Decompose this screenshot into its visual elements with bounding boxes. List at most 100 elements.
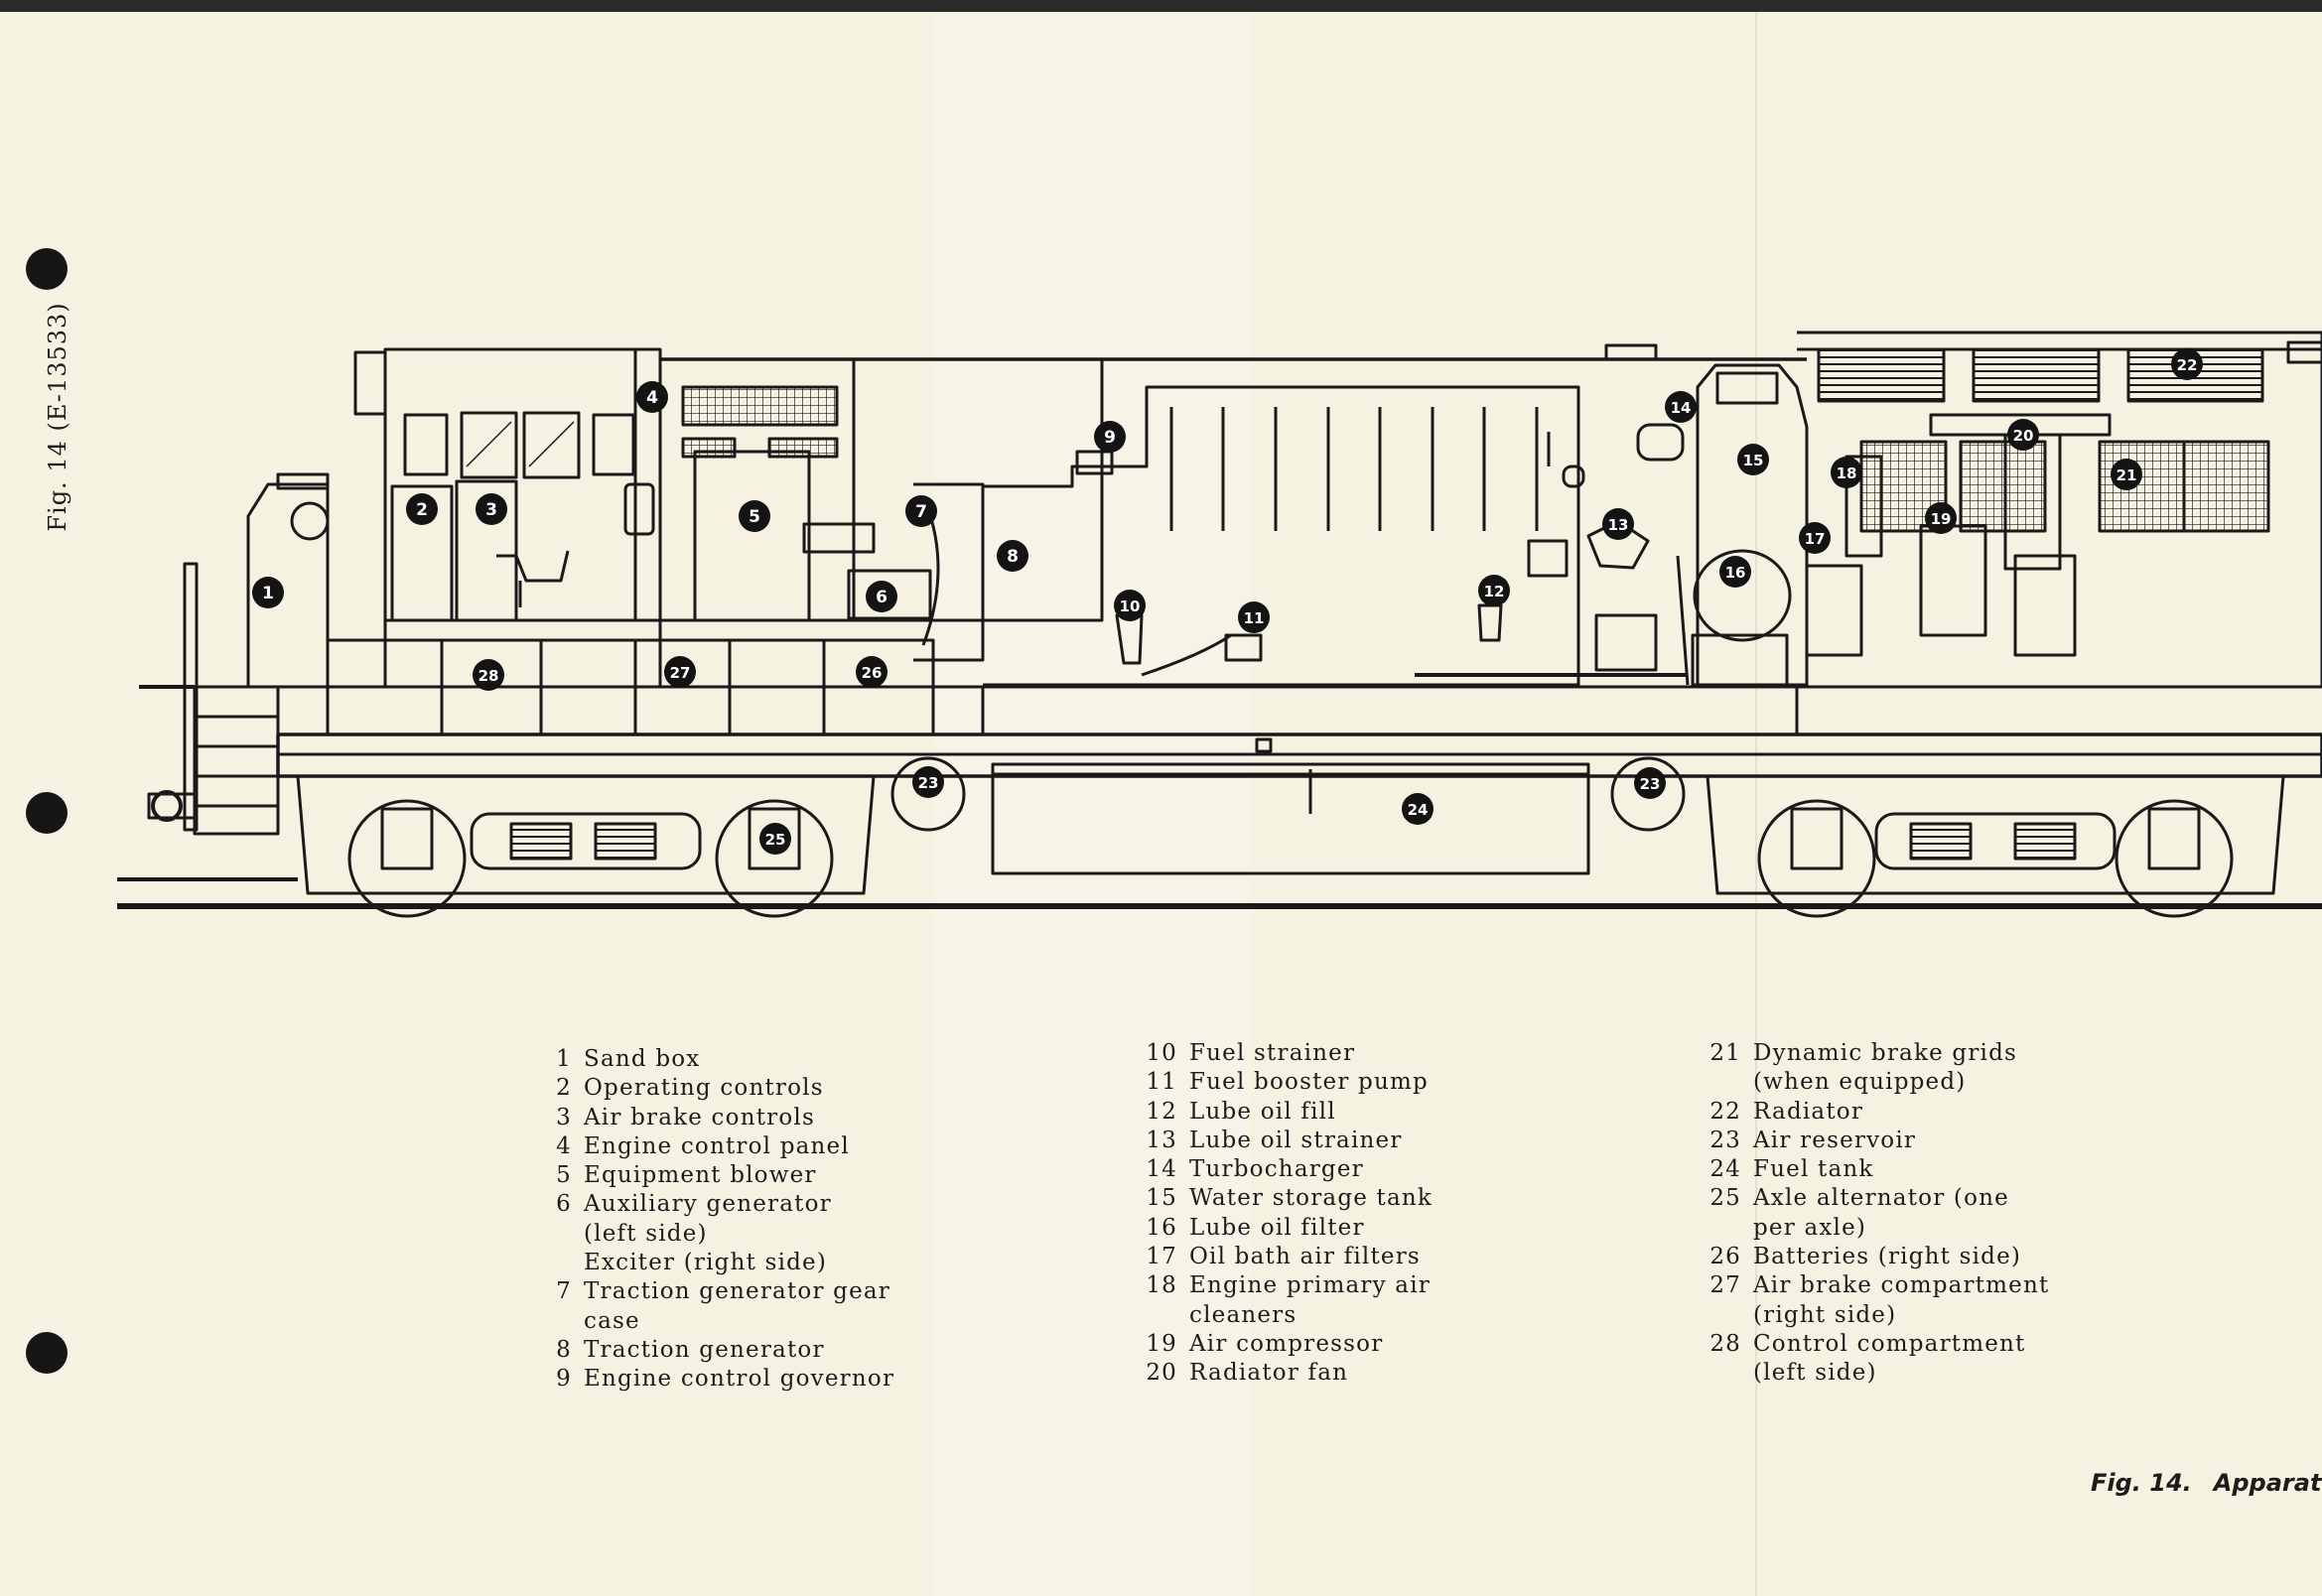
callout-marker-18 [1831, 457, 1862, 488]
legend-text: Auxiliary generator [584, 1191, 832, 1218]
dynamic-brake-grid-2 [1959, 440, 2047, 533]
binder-hole-middle [26, 792, 68, 834]
legend-text: Fuel strainer [1189, 1040, 1356, 1066]
callout-label: 21 [2117, 466, 2137, 484]
legend-number [1142, 1301, 1177, 1330]
legend-text: Fuel tank [1753, 1156, 1874, 1183]
callout-label: 24 [1408, 801, 1429, 819]
callout-marker-11 [1238, 601, 1270, 633]
callout-label: 17 [1805, 530, 1826, 548]
legend-number: 22 [1709, 1098, 1741, 1125]
figure-caption-label: Fig. 14. [2091, 1469, 2192, 1497]
journal-box-1 [380, 807, 434, 870]
legend-text: Engine control governor [584, 1366, 895, 1393]
legend-item: (left side) [536, 1220, 894, 1249]
callout-label: 22 [2177, 356, 2198, 374]
legend-text: Dynamic brake grids [1753, 1040, 2018, 1066]
callout-marker-25 [759, 823, 791, 855]
legend-text: Equipment blower [584, 1162, 817, 1189]
oil-bath-filters [1805, 564, 1863, 657]
air-reservoir-rear [1610, 756, 1686, 832]
legend-item: per axle) [1706, 1214, 2049, 1243]
legend-number [536, 1307, 572, 1336]
callout-label: 20 [2013, 427, 2034, 445]
callout-label: 23 [918, 774, 939, 792]
rear-wheel-2 [2115, 799, 2234, 918]
lube-oil-filter [1693, 549, 1792, 642]
legend-number: 25 [1709, 1185, 1741, 1212]
callout-label: 27 [670, 664, 691, 682]
callout-label: 5 [749, 507, 760, 527]
callout-marker-7 [905, 495, 937, 527]
cab-vents [353, 350, 387, 416]
callout-label: 16 [1725, 564, 1746, 582]
legend-number [536, 1220, 572, 1249]
callout-label: 8 [1007, 547, 1019, 567]
legend-item: (right side) [1706, 1301, 2049, 1330]
legend-number: 14 [1146, 1156, 1177, 1183]
legend-text: Lube oil strainer [1189, 1127, 1403, 1153]
callout-marker-6 [866, 581, 897, 612]
turbocharger [1636, 423, 1685, 462]
cab-window-4 [592, 413, 635, 476]
legend-text: Sand box [584, 1046, 701, 1072]
callout-marker-28 [473, 659, 504, 691]
legend-text: Radiator [1753, 1098, 1864, 1125]
engine-block [983, 385, 1580, 687]
radiator-louver-2 [1972, 347, 2101, 403]
callout-marker-3 [476, 493, 507, 525]
legend-number: 4 [556, 1132, 572, 1159]
legend-text: Lube oil fill [1189, 1098, 1336, 1125]
callout-marker-20 [2007, 419, 2039, 451]
legend-number: 13 [1146, 1127, 1177, 1153]
locomotive-diagram: 1234567891011121314151617181920212223232… [117, 331, 2322, 918]
callout-marker-8 [997, 540, 1028, 572]
page-fold-shade [933, 12, 1251, 1596]
cab-window-1 [403, 413, 449, 476]
legend-number: 1 [556, 1046, 572, 1072]
legend-item: 13 Lube oil strainer [1142, 1127, 1433, 1155]
legend-text: case [584, 1307, 640, 1334]
callout-marker-5 [739, 500, 770, 532]
callout-label: 10 [1120, 598, 1141, 615]
callout-label: 19 [1931, 510, 1952, 528]
cab-window-3 [522, 411, 581, 479]
legend-number: 12 [1146, 1098, 1177, 1125]
legend-text: Water storage tank [1189, 1185, 1434, 1212]
fuel-strainer [1115, 613, 1144, 665]
legend-item: 22 Radiator [1706, 1098, 2049, 1127]
legend-number: 20 [1146, 1360, 1177, 1387]
dynamic-brake-grid-3 [2098, 440, 2186, 533]
callout-marker-9 [1094, 421, 1126, 453]
callout-marker-23 [1634, 767, 1666, 799]
rear-wheel-1 [1757, 799, 1876, 918]
callout-label: 12 [1484, 583, 1505, 600]
legend-item: Exciter (right side) [536, 1249, 894, 1277]
legend-text: Engine primary air [1189, 1272, 1431, 1299]
coupler [151, 790, 183, 822]
legend-text: Lube oil filter [1189, 1214, 1365, 1241]
legend-number: 16 [1146, 1214, 1177, 1241]
legend-number: 5 [556, 1162, 572, 1189]
callout-label: 2 [416, 500, 428, 520]
front-wheel-1 [347, 799, 467, 918]
legend-number: 3 [556, 1104, 572, 1130]
legend-number: 6 [556, 1191, 572, 1218]
callout-marker-27 [664, 656, 696, 688]
cab-window-2 [460, 411, 518, 479]
legend-number [1706, 1214, 1741, 1243]
legend-text: Batteries (right side) [1753, 1244, 2022, 1270]
short-hood-nose [246, 482, 330, 689]
